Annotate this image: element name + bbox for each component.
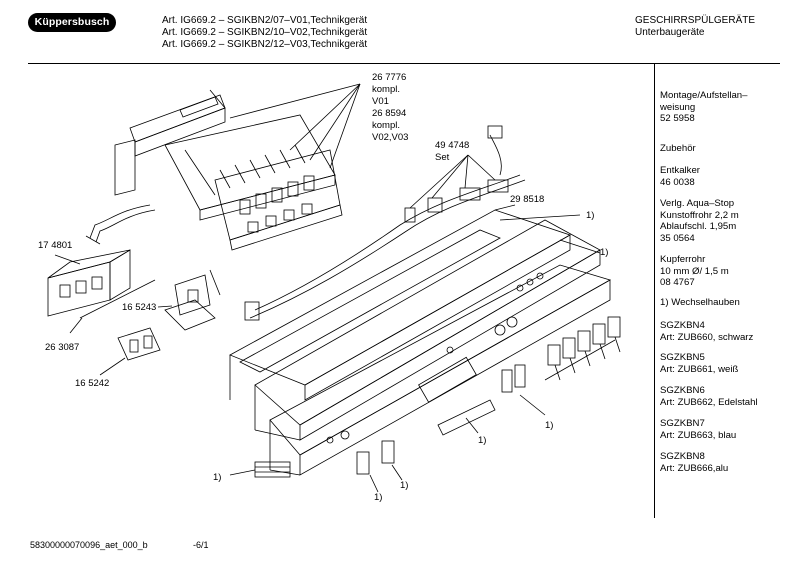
category-title: GESCHIRRSPÜLGERÄTE bbox=[635, 15, 756, 26]
electronic-board bbox=[164, 114, 343, 251]
note-ref-label: 1) bbox=[586, 210, 594, 221]
sidebar-line: Verlg. Aqua–Stop bbox=[660, 198, 735, 209]
part-label: Set bbox=[435, 152, 450, 163]
note-ref-label: 1) bbox=[478, 435, 486, 446]
sidebar-entry-sgzkbn8: SGZKBN8 Art: ZUB666,alu bbox=[660, 451, 728, 474]
sidebar-divider bbox=[654, 63, 655, 518]
note-ref-label: 1) bbox=[374, 492, 382, 503]
sidebar-line: SGZKBN6 bbox=[660, 385, 705, 396]
part-label: V02,V03 bbox=[372, 132, 408, 143]
note-ref-label: 1) bbox=[600, 247, 608, 258]
sidebar-entry-accessories: Zubehör bbox=[660, 143, 696, 155]
brand-logo: Küppersbusch bbox=[28, 13, 116, 32]
part-label: kompl. bbox=[372, 84, 400, 95]
inner-panel bbox=[229, 204, 571, 401]
sidebar-line: SGZKBN5 bbox=[660, 352, 705, 363]
category-block: GESCHIRRSPÜLGERÄTE Unterbaugeräte bbox=[635, 15, 755, 39]
sidebar-line: weisung bbox=[660, 101, 696, 113]
front-panel bbox=[269, 264, 612, 476]
part-label: V01 bbox=[372, 96, 389, 107]
sidebar-line: Art: ZUB666,alu bbox=[660, 462, 729, 474]
sidebar-line: Kupferrohr bbox=[660, 254, 706, 265]
sidebar-entry-sgzkbn7: SGZKBN7 Art: ZUB663, blau bbox=[660, 418, 736, 441]
sidebar-line: SGZKBN4 bbox=[660, 320, 705, 331]
knob-pair bbox=[356, 440, 403, 493]
sidebar-line: Art: ZUB662, Edelstahl bbox=[660, 396, 758, 408]
article-line: Art. IG669.2 – SGIKBN2/12–V03,Technikger… bbox=[162, 39, 368, 50]
control-panel bbox=[254, 219, 601, 441]
note-ref-label: 1) bbox=[545, 420, 553, 431]
article-line: Art. IG669.2 – SGIKBN2/10–V02,Technikger… bbox=[162, 27, 368, 38]
page-number: -6/1 bbox=[193, 540, 209, 550]
sidebar-entry-copper-pipe: Kupferrohr 10 mm Ø/ 1,5 m 08 4767 bbox=[660, 254, 729, 289]
sidebar-line: Montage/Aufstellan– bbox=[660, 90, 748, 101]
document-id: 58300000070096_aet_000_b bbox=[30, 540, 148, 550]
ribbon-cable bbox=[85, 204, 156, 245]
sidebar-line: 10 mm Ø/ 1,5 m bbox=[660, 265, 729, 277]
connector-module bbox=[99, 327, 161, 376]
subcategory-title: Unterbaugeräte bbox=[635, 27, 705, 38]
sidebar-entry-sgzkbn6: SGZKBN6 Art: ZUB662, Edelstahl bbox=[660, 385, 758, 408]
bracket-module bbox=[157, 269, 221, 331]
sidebar-entry-note: 1) Wechselhauben bbox=[660, 297, 740, 309]
sidebar-line: 52 5958 bbox=[660, 113, 695, 124]
sidebar-line: Art: ZUB661, weiß bbox=[660, 363, 739, 375]
sidebar-line: Kunstoffrohr 2,2 m bbox=[660, 209, 739, 221]
stacked-covers bbox=[229, 461, 291, 478]
part-label: 29 8518 bbox=[510, 194, 544, 205]
sidebar-entry-aquastop: Verlg. Aqua–Stop Kunstoffrohr 2,2 m Abla… bbox=[660, 198, 739, 244]
display-module bbox=[47, 249, 131, 317]
part-label: 16 5242 bbox=[75, 378, 109, 389]
sidebar-line: Entkalker bbox=[660, 165, 700, 176]
article-line: Art. IG669.2 – SGIKBN2/07–V01,Technikger… bbox=[162, 15, 368, 26]
note-ref-label: 1) bbox=[213, 472, 221, 483]
sidebar-line: 08 4767 bbox=[660, 277, 695, 288]
mounting-rail bbox=[114, 89, 226, 196]
sidebar-line: 46 0038 bbox=[660, 176, 695, 188]
sidebar-line: Ablaufschl. 1,95m bbox=[660, 221, 737, 232]
part-label: 17 4801 bbox=[38, 240, 72, 251]
sidebar-entry-sgzkbn5: SGZKBN5 Art: ZUB661, weiß bbox=[660, 352, 738, 375]
cover-strip bbox=[437, 399, 496, 436]
sidebar-line: Art: ZUB663, blau bbox=[660, 429, 737, 441]
sidebar-line: Art: ZUB660, schwarz bbox=[660, 331, 754, 343]
sidebar-line: 1) Wechselhauben bbox=[660, 297, 740, 308]
selector-knobs bbox=[544, 316, 621, 381]
sidebar-entry-descaler: Entkalker 46 0038 bbox=[660, 165, 700, 188]
sidebar-entry-manual: Montage/Aufstellan– weisung 52 5958 bbox=[660, 90, 747, 125]
header-divider bbox=[28, 63, 780, 64]
part-label: 26 7776 bbox=[372, 72, 406, 83]
part-labels: 26 7776 kompl. V01 26 8594 kompl. V02,V0… bbox=[38, 72, 608, 503]
sidebar-line: SGZKBN8 bbox=[660, 451, 705, 462]
article-lines: Art. IG669.2 – SGIKBN2/07–V01,Technikger… bbox=[162, 15, 367, 51]
sidebar-entry-sgzkbn4: SGZKBN4 Art: ZUB660, schwarz bbox=[660, 320, 753, 343]
sidebar-line: 35 0564 bbox=[660, 232, 695, 244]
sidebar-line: SGZKBN7 bbox=[660, 418, 705, 429]
wiring-harness bbox=[244, 125, 526, 321]
part-label: 26 3087 bbox=[45, 342, 79, 353]
note-ref-label: 1) bbox=[400, 480, 408, 491]
exploded-parts-drawing: 26 7776 kompl. V01 26 8594 kompl. V02,V0… bbox=[38, 72, 621, 503]
part-label: 49 4748 bbox=[435, 140, 469, 151]
part-label: 16 5243 bbox=[122, 302, 156, 313]
part-label: kompl. bbox=[372, 120, 400, 131]
sidebar-line: Zubehör bbox=[660, 143, 696, 154]
double-knob bbox=[501, 364, 546, 416]
part-label: 26 8594 bbox=[372, 108, 406, 119]
